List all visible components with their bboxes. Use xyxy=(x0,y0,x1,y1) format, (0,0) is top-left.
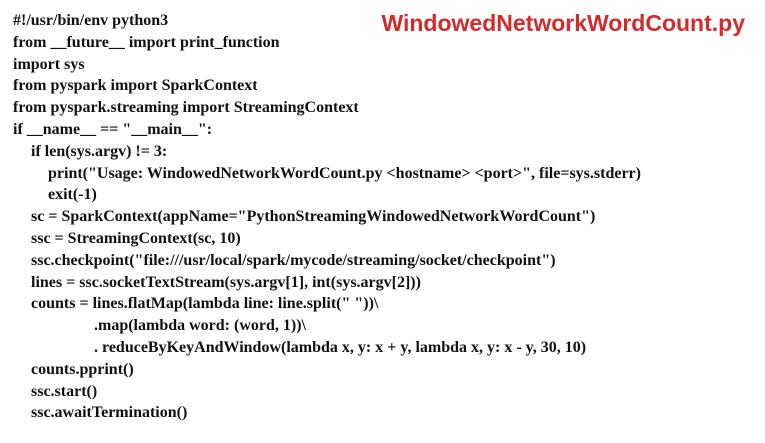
code-line: ssc.start() xyxy=(31,382,98,400)
code-line: from pyspark.streaming import StreamingC… xyxy=(13,99,359,117)
code-line: from __future__ import print_function xyxy=(13,33,280,51)
code-line: . reduceByKeyAndWindow(lambda x, y: x + … xyxy=(94,338,587,356)
code-line: ssc.awaitTermination() xyxy=(31,404,188,422)
code-line: lines = ssc.socketTextStream(sys.argv[1]… xyxy=(31,273,421,291)
code-line: .map(lambda word: (word, 1))\ xyxy=(94,317,306,335)
code-block: #!/usr/bin/env python3 from __future__ im… xyxy=(13,10,641,424)
code-line: sc = SparkContext(appName="PythonStreami… xyxy=(31,208,596,226)
code-line: #!/usr/bin/env python3 xyxy=(13,12,169,29)
code-line: ssc = StreamingContext(sc, 10) xyxy=(31,229,241,247)
code-line: if len(sys.argv) != 3: xyxy=(31,142,168,160)
code-line: ssc.checkpoint("file:///usr/local/spark/… xyxy=(31,251,556,269)
code-line: from pyspark import SparkContext xyxy=(13,77,258,95)
code-line: counts = lines.flatMap(lambda line: line… xyxy=(31,295,379,313)
file-title: WindowedNetworkWordCount.py xyxy=(381,10,745,36)
code-line: if __name__ == "__main__": xyxy=(13,120,213,138)
code-line: exit(-1) xyxy=(48,186,97,204)
code-line: import sys xyxy=(13,55,85,73)
code-line: counts.pprint() xyxy=(31,360,134,378)
code-line: print("Usage: WindowedNetworkWordCount.p… xyxy=(48,164,641,182)
